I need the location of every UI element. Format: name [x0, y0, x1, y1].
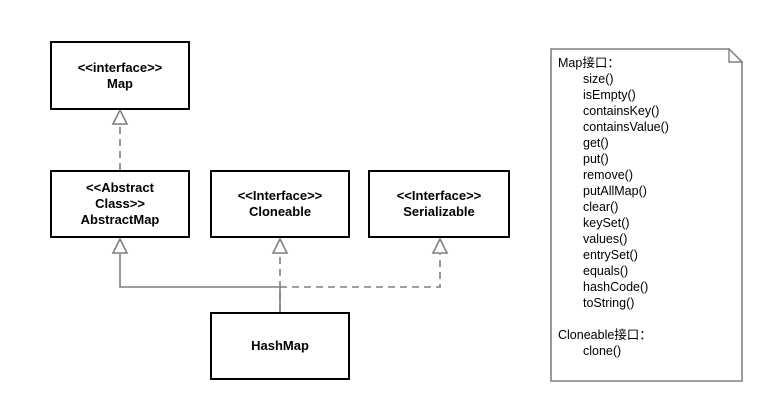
- note-method: size(): [583, 72, 614, 86]
- stereotype-label: <<Interface>>: [237, 188, 323, 203]
- stereotype-label: <<Interface>>: [396, 188, 482, 203]
- note-method: hashCode(): [583, 280, 649, 294]
- class-box-serializable: <<Interface>> Serializable: [368, 170, 510, 238]
- connector-hashmap-to-abstractmap: [119, 254, 281, 312]
- arrowhead-hollow-triangle-map: [111, 108, 129, 125]
- note-folded-corner-shape: [550, 48, 743, 382]
- arrowhead-hollow-triangle-cloneable: [271, 237, 289, 254]
- class-box-abstractmap: <<Abstract Class>> AbstractMap: [50, 170, 190, 238]
- note-method: equals(): [583, 264, 629, 278]
- class-box-map: <<interface>> Map: [50, 41, 190, 110]
- note-content: Map接口： size() isEmpty() containsKey() co…: [550, 48, 743, 382]
- note-method: entrySet(): [583, 248, 638, 262]
- note-method: containsValue(): [583, 120, 669, 134]
- note-method: put(): [583, 152, 609, 166]
- note-method: values(): [583, 232, 628, 246]
- class-box-cloneable: <<Interface>> Cloneable: [210, 170, 350, 238]
- stereotype-label: Class>>: [95, 196, 145, 211]
- arrowhead-hollow-triangle-serializable: [431, 237, 449, 254]
- class-name: HashMap: [251, 338, 309, 353]
- note-blank-line: [558, 311, 735, 327]
- note-section-title: Cloneable接口：: [558, 328, 652, 342]
- stereotype-label: <<Abstract: [86, 180, 154, 195]
- class-name: AbstractMap: [80, 212, 160, 227]
- note-fold-icon: [728, 48, 743, 63]
- note-method: clear(): [583, 200, 619, 214]
- note-method: get(): [583, 136, 609, 150]
- note-method: isEmpty(): [583, 88, 636, 102]
- note-method: keySet(): [583, 216, 630, 230]
- uml-note: Map接口： size() isEmpty() containsKey() co…: [550, 48, 743, 382]
- arrowhead-hollow-triangle-abstractmap: [111, 237, 129, 254]
- connector-hashmap-to-serializable: [280, 254, 441, 288]
- class-name: Cloneable: [248, 204, 312, 219]
- note-method: toString(): [583, 296, 635, 310]
- stereotype-label: <<interface>>: [77, 59, 163, 75]
- class-name: Serializable: [403, 204, 475, 219]
- note-section-title: Map接口：: [558, 56, 620, 70]
- class-box-hashmap: HashMap: [210, 312, 350, 380]
- class-name: Map: [107, 75, 133, 91]
- note-method: putAllMap(): [583, 184, 647, 198]
- note-method: remove(): [583, 168, 634, 182]
- note-method: containsKey(): [583, 104, 660, 118]
- note-method: clone(): [583, 344, 622, 358]
